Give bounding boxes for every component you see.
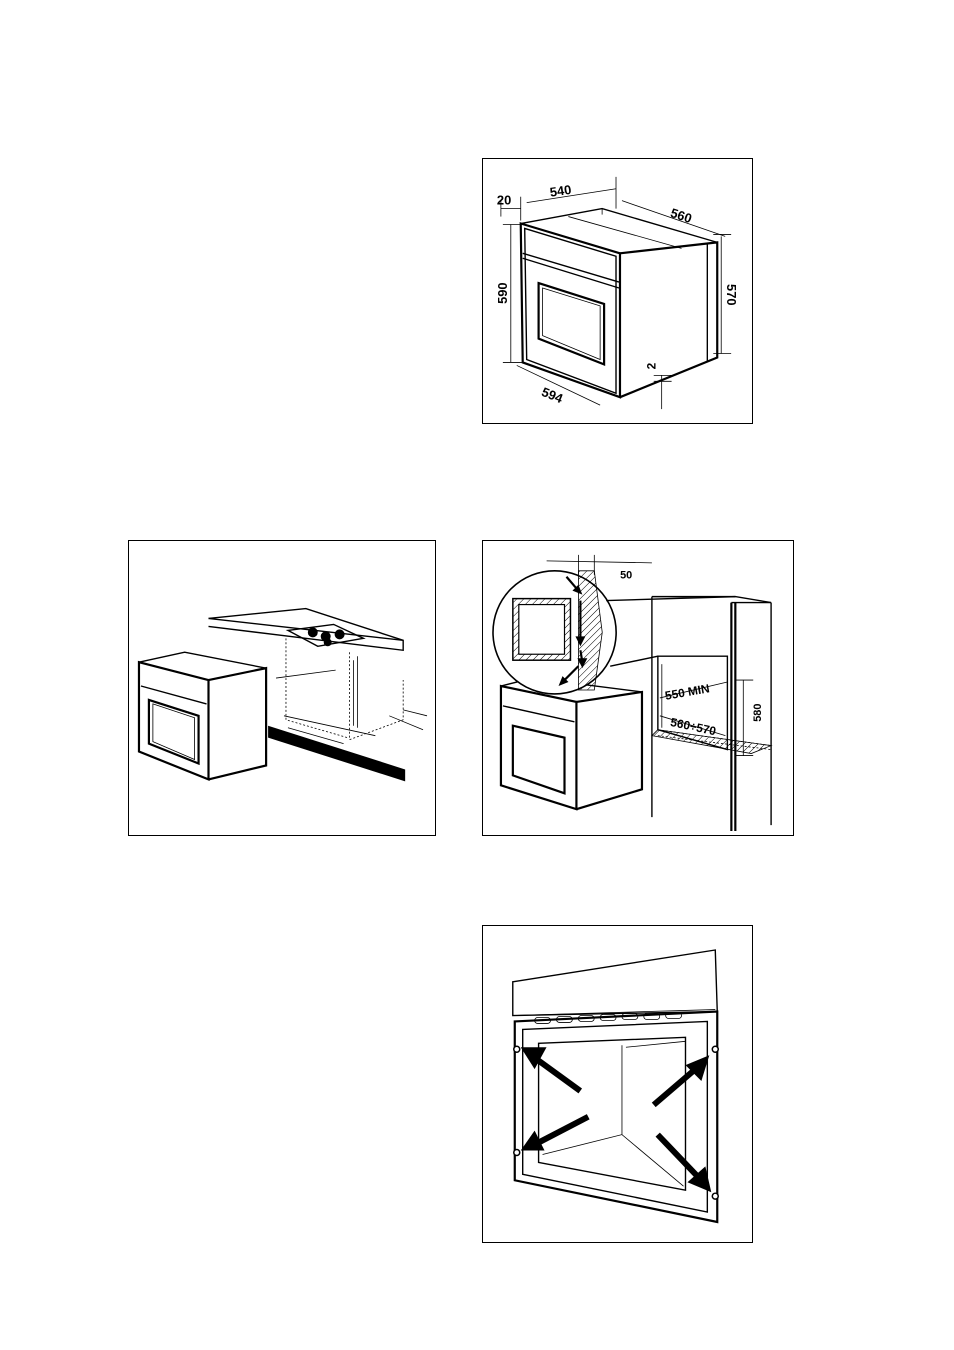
dim-550-min: 550 MIN (664, 681, 711, 703)
dim-570: 570 (724, 284, 739, 306)
dim-560: 560 (669, 205, 694, 226)
figure-fixing-points (482, 925, 753, 1243)
dim-2: 2 (645, 362, 659, 369)
dim-594: 594 (539, 384, 565, 406)
dim-590: 590 (495, 282, 510, 304)
fixing-point-bottom-left (514, 1150, 520, 1156)
dim-540: 540 (549, 182, 572, 200)
fixing-point-top-left (514, 1046, 520, 1052)
figure-oven-dimensions: 20 540 560 590 570 2 594 (482, 158, 753, 424)
dim-50: 50 (620, 570, 632, 582)
fixing-point-top-right (712, 1046, 718, 1052)
cabinet-ventilation-drawing: 550 MIN 580 560÷570 (483, 541, 793, 835)
dim-580: 580 (752, 704, 764, 722)
figure-cabinet-ventilation: 550 MIN 580 560÷570 (482, 540, 794, 836)
fixing-points-drawing (483, 926, 752, 1242)
fixing-arrows (521, 1047, 712, 1192)
undercounter-drawing (129, 541, 435, 835)
fixing-point-bottom-right (712, 1193, 718, 1199)
dim-20: 20 (497, 193, 511, 208)
figure-undercounter-installation (128, 540, 436, 836)
oven-dimensions-drawing: 20 540 560 590 570 2 594 (483, 159, 752, 423)
